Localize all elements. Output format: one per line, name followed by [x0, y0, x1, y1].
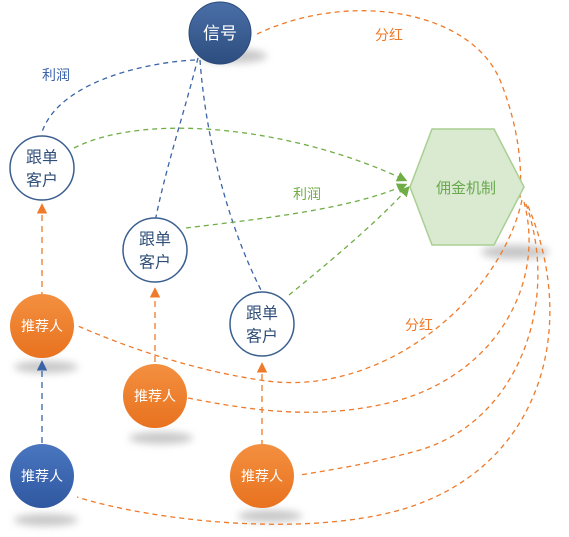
edge-signal-follower-3	[199, 59, 263, 293]
follower-label-line2: 客户	[246, 327, 278, 346]
referrer-label: 推荐人	[21, 319, 63, 335]
edge-commission-blue-referrer	[76, 205, 551, 525]
vertical-arrows	[36, 203, 268, 446]
edge-commission-referrer1	[77, 199, 523, 384]
label-dividend-top: 分红	[375, 28, 403, 44]
edge-signal-follower-1	[41, 59, 196, 133]
referrer-label: 推荐人	[21, 469, 63, 485]
edge-commission-referrer2	[187, 201, 530, 413]
signal-label: 信号	[203, 24, 237, 44]
signal-edges	[41, 57, 263, 293]
referrer-node-2: 推荐人	[123, 364, 187, 428]
commission-label: 佣金机制	[436, 179, 496, 197]
follower-node-3: 跟单 客户	[229, 291, 295, 357]
follower-label-line2: 客户	[139, 253, 171, 272]
follower-label-line1: 跟单	[139, 230, 171, 249]
follower-label-line1: 跟单	[246, 304, 278, 323]
referrer-node-1: 推荐人	[10, 294, 74, 358]
edge-signal-follower-2	[154, 57, 199, 223]
edge-follower2-commission	[185, 183, 408, 229]
label-profit-blue: 利润	[42, 68, 70, 84]
label-dividend-mid: 分红	[405, 318, 433, 334]
edge-signal-commission	[256, 10, 522, 199]
referrer-node-blue: 推荐人	[10, 444, 74, 508]
follower-label-line2: 客户	[26, 171, 58, 190]
referrer-label: 推荐人	[134, 389, 176, 405]
commission-profit-edges	[73, 127, 410, 296]
edge-follower1-commission	[73, 127, 408, 182]
referrer-label: 推荐人	[241, 469, 283, 485]
follower-node-2: 跟单 客户	[122, 217, 188, 283]
commission-node: 佣金机制	[409, 128, 525, 246]
label-profit-green: 利润	[293, 187, 321, 203]
follower-node-1: 跟单 客户	[9, 135, 75, 201]
edge-commission-referrer3	[299, 203, 539, 476]
signal-node: 信号	[188, 1, 252, 65]
follower-label-line1: 跟单	[26, 148, 58, 167]
referrer-node-3: 推荐人	[230, 444, 294, 508]
dividend-edges	[76, 10, 551, 525]
edge-follower3-commission	[288, 186, 410, 296]
